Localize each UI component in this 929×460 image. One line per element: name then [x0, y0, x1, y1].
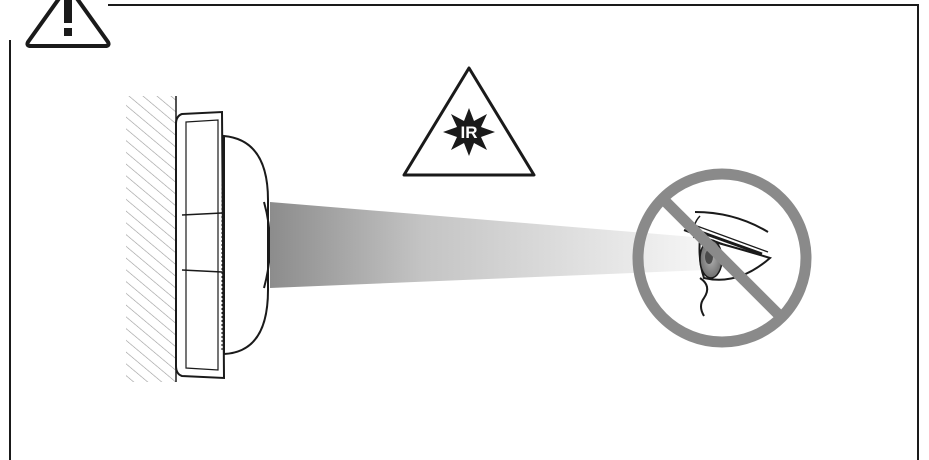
- camera-device: [176, 112, 270, 378]
- infrared-warning-icon: IR: [404, 68, 534, 175]
- caution-triangle-icon: [27, 0, 108, 46]
- mounting-wall: [126, 96, 176, 382]
- ir-label: IR: [461, 123, 478, 142]
